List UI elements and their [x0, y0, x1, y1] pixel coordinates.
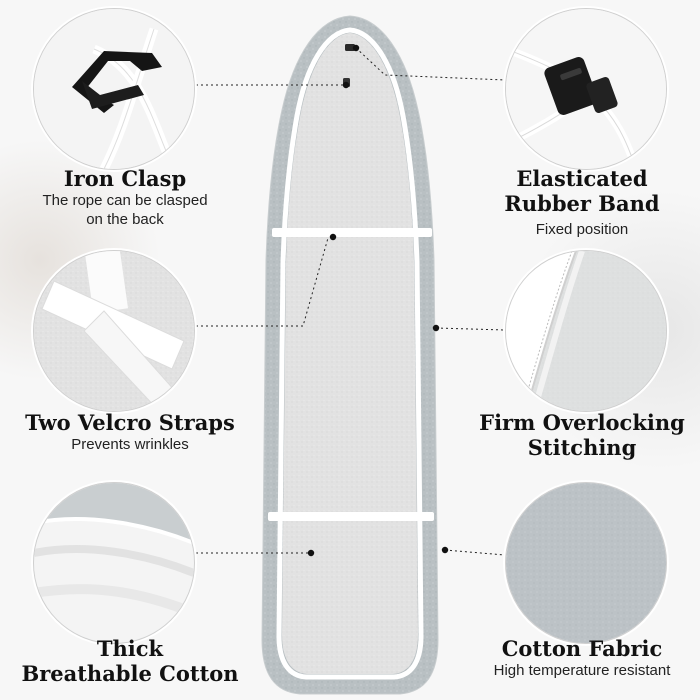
thick-title-1: Thick — [96, 636, 164, 661]
iron-clasp-label: Iron Clasp The rope can be clasped on th… — [10, 166, 240, 229]
stitching-title-2: Stitching — [527, 435, 637, 460]
velcro-strap-top — [272, 228, 432, 237]
leader-dots — [307, 44, 449, 557]
thick-cotton-label: Thick Breathable Cotton — [10, 636, 250, 686]
toggle-stopper-icon — [506, 9, 666, 169]
iron-clasp-subtitle-2: on the back — [86, 211, 164, 228]
elastic-band-closeup — [505, 8, 667, 170]
velcro-title: Two Velcro Straps — [25, 410, 235, 435]
velcro-straps-closeup — [33, 250, 195, 412]
leader-lines — [196, 47, 506, 556]
elastic-band-title-1: Elasticated — [516, 166, 648, 191]
velcro-strap-icon — [34, 251, 194, 411]
tip-clasp — [345, 44, 355, 51]
elastic-band-label: Elasticated Rubber Band Fixed position — [462, 166, 700, 239]
elastic-band-subtitle: Fixed position — [535, 221, 629, 238]
thick-title-2: Breathable Cotton — [21, 661, 239, 686]
stitching-title-1: Firm Overlocking — [479, 410, 685, 435]
overlocking-stitching-closeup — [505, 250, 667, 412]
fabric-subtitle: High temperature resistant — [493, 662, 671, 679]
velcro-strap-bottom — [268, 512, 434, 521]
clasp-icon — [34, 9, 194, 169]
fabric-title: Cotton Fabric — [501, 636, 663, 661]
board-trim — [276, 27, 424, 680]
stitching-icon — [506, 251, 666, 411]
stitching-label: Firm Overlocking Stitching — [462, 410, 700, 460]
iron-clasp-title: Iron Clasp — [63, 166, 187, 191]
iron-clasp-subtitle-1: The rope can be clasped — [42, 192, 208, 209]
velcro-subtitle: Prevents wrinkles — [71, 436, 189, 453]
fabric-swatch-icon — [506, 483, 666, 643]
cotton-fabric-label: Cotton Fabric High temperature resistant — [462, 636, 700, 680]
cotton-fabric-closeup — [505, 482, 667, 644]
thick-cotton-closeup — [33, 482, 195, 644]
elastic-band-title-2: Rubber Band — [504, 191, 660, 216]
felt-pad-icon — [34, 483, 194, 643]
board-felt — [282, 33, 418, 674]
iron-clasp-closeup — [33, 8, 195, 170]
velcro-label: Two Velcro Straps Prevents wrinkles — [10, 410, 250, 454]
